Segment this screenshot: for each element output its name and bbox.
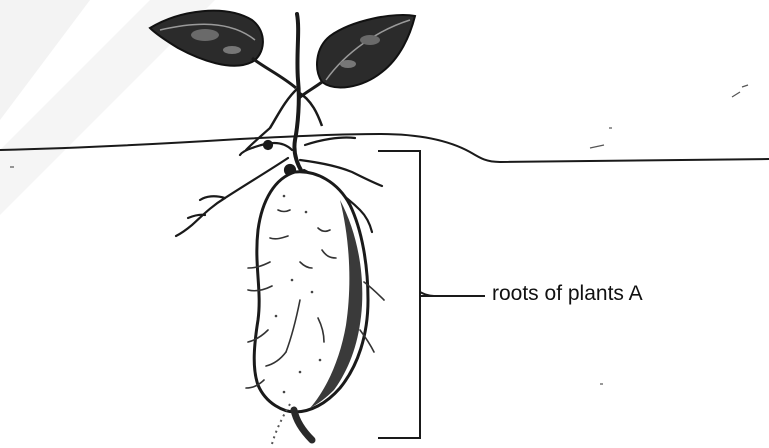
callout-label: roots of plants A — [492, 282, 643, 306]
speckles — [10, 85, 748, 384]
bracket-icon — [378, 151, 485, 438]
stem — [270, 14, 322, 172]
left-leaf — [150, 11, 296, 88]
right-leaf — [299, 15, 415, 98]
ground-line — [0, 134, 769, 162]
